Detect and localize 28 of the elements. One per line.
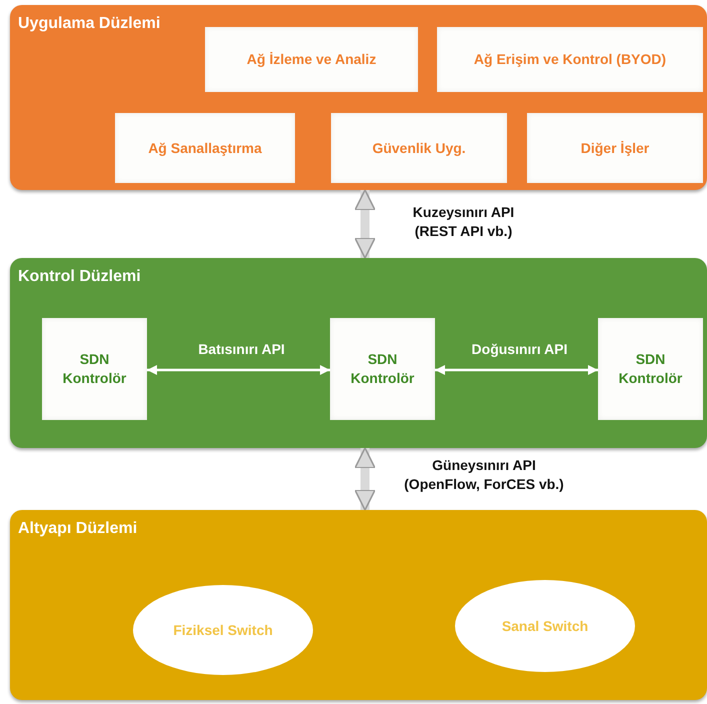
node-label: SDN Kontrolör — [62, 350, 128, 388]
controller-box — [598, 318, 703, 420]
node-label: Ağ İzleme ve Analiz — [246, 50, 376, 69]
plane-band — [10, 510, 707, 700]
node-label: Sanal Switch — [502, 616, 588, 636]
node-label: Fiziksel Switch — [173, 620, 273, 640]
band-title: Kontrol Düzlemi — [18, 267, 141, 287]
node-label: SDN Kontrolör — [350, 350, 416, 388]
node-label: SDN Kontrolör — [618, 350, 684, 388]
controller-box — [42, 318, 147, 420]
node-label: Ağ Erişim ve Kontrol (BYOD) — [474, 50, 666, 69]
band-title: Uygulama Düzlemi — [18, 14, 160, 34]
node-label: Diğer İşler — [580, 138, 650, 158]
plane-band — [10, 5, 707, 190]
application-box — [115, 113, 295, 183]
node-label: Ağ Sanallaştırma — [148, 138, 262, 158]
application-box — [527, 113, 703, 183]
plane-band — [10, 258, 707, 448]
double-arrow — [147, 365, 330, 375]
double-arrow — [354, 189, 376, 259]
application-box — [331, 113, 507, 183]
double-arrow — [354, 447, 376, 511]
node-label: Güvenlik Uyg. — [372, 138, 466, 158]
band-title: Altyapı Düzlemi — [18, 519, 138, 539]
double-arrow — [435, 365, 598, 375]
controller-box — [330, 318, 435, 420]
application-box — [437, 27, 703, 92]
application-box — [205, 27, 418, 92]
